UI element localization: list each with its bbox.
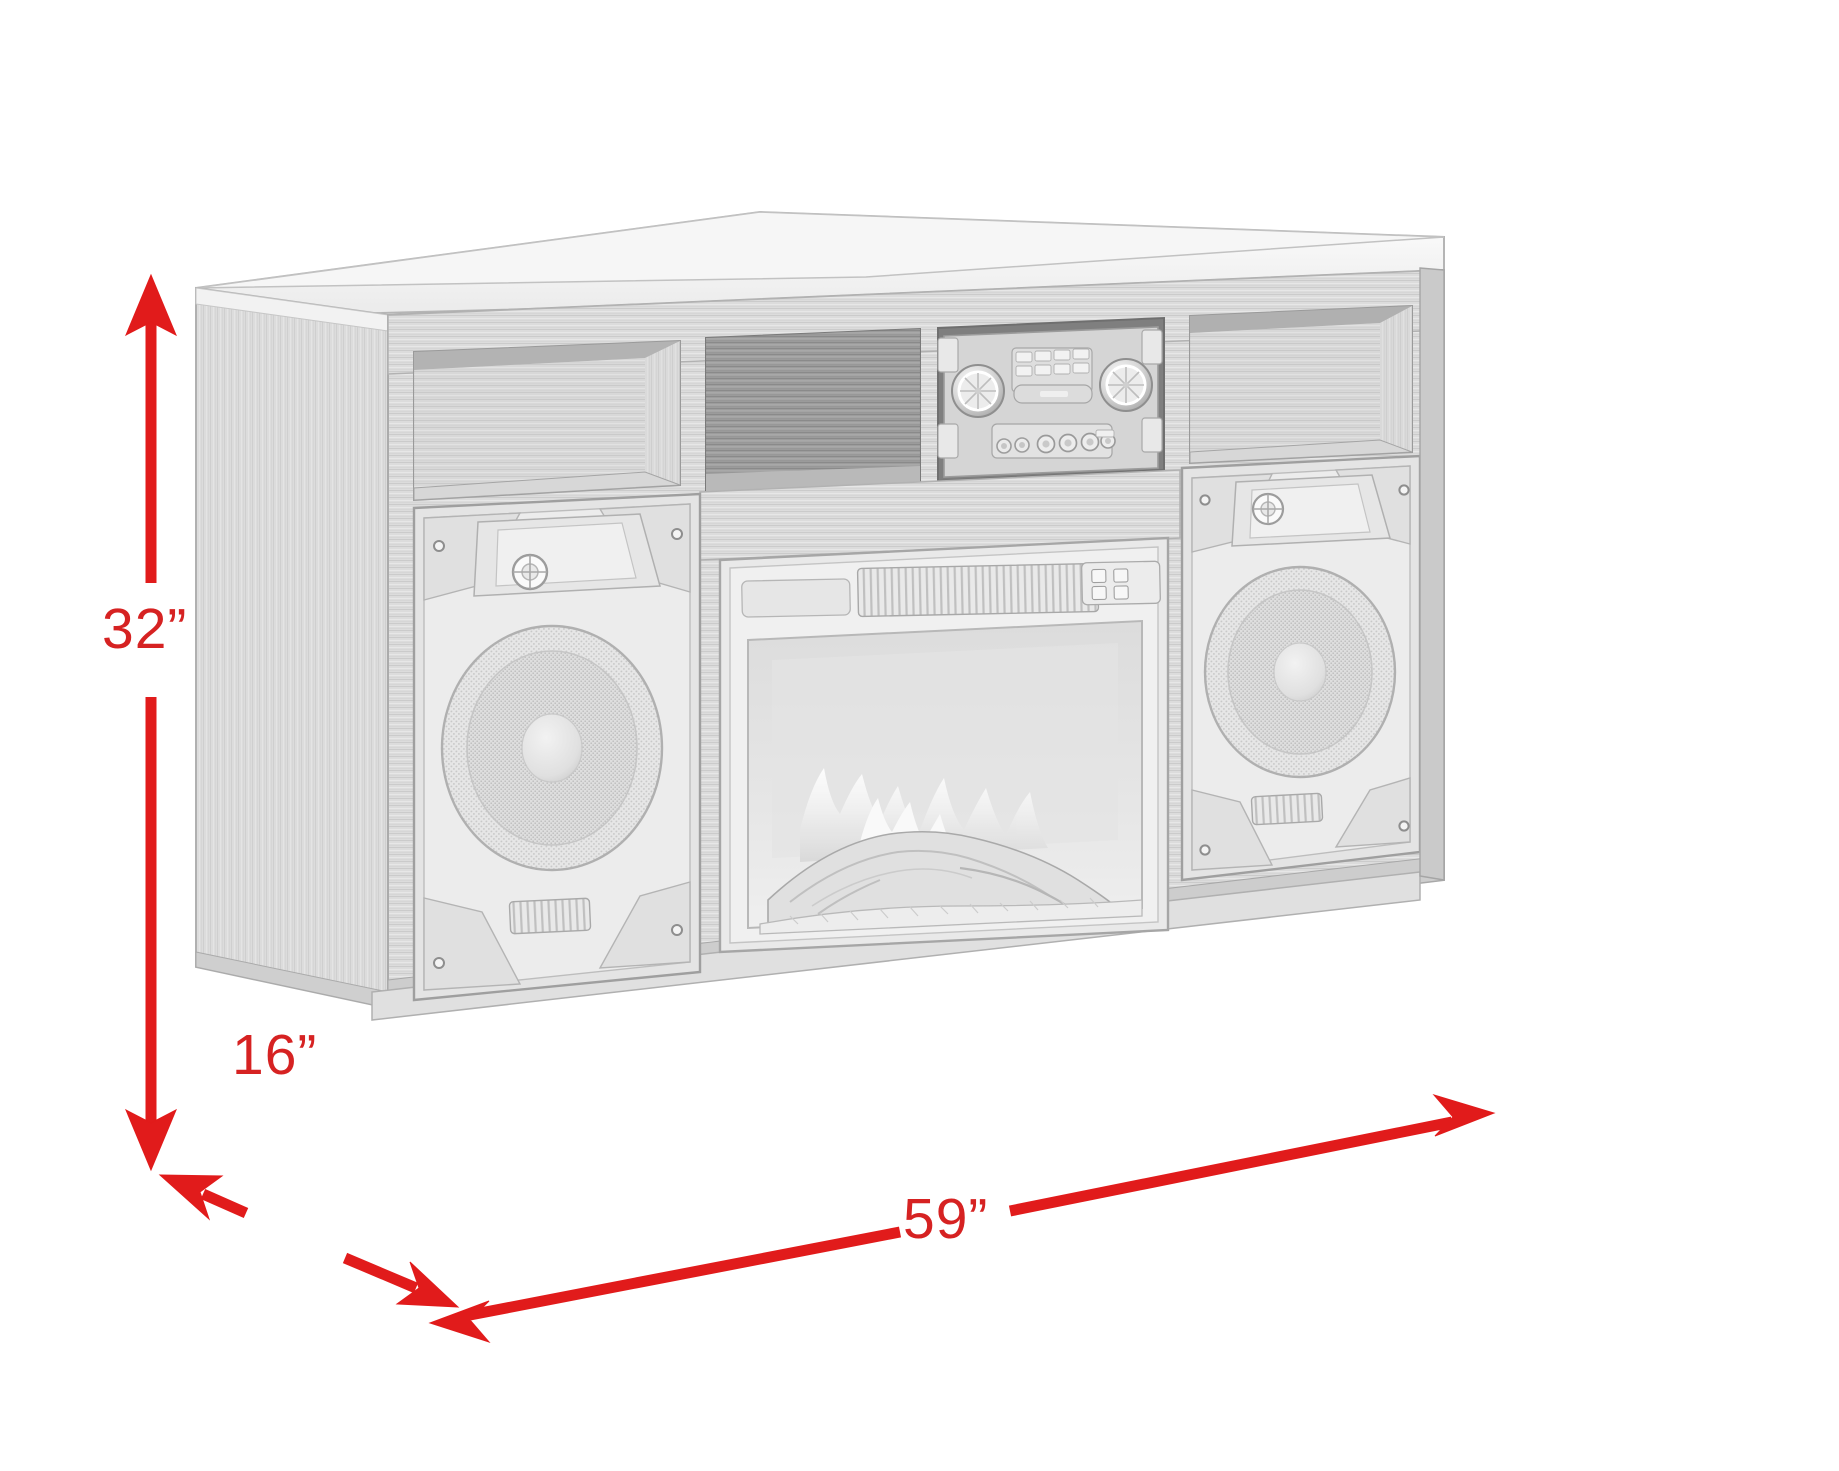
depth-dimension-arrow bbox=[158, 1174, 460, 1308]
stereo-button-row-1 bbox=[1015, 348, 1090, 363]
left-speaker-woofer bbox=[440, 624, 664, 872]
right-speaker bbox=[1180, 454, 1422, 882]
compartment-center-open-shelf bbox=[705, 327, 921, 494]
stereo-volume-dial bbox=[951, 364, 1005, 418]
right-speaker-tweeter bbox=[1231, 474, 1391, 547]
height-dimension-label: 32” bbox=[102, 597, 188, 661]
depth-dimension-label: 16” bbox=[232, 1023, 318, 1087]
width-dimension-label: 59” bbox=[903, 1187, 989, 1251]
right-speaker-screws bbox=[1199, 484, 1410, 856]
fireplace-log-set bbox=[759, 830, 1143, 935]
compartment-stereo-bay bbox=[937, 316, 1165, 483]
fireplace-blank-panel bbox=[741, 578, 851, 618]
left-speaker-port bbox=[508, 897, 592, 935]
stereo-bottom-jacks bbox=[996, 437, 1030, 454]
height-dimension-arrow bbox=[125, 273, 177, 1172]
electric-fireplace-insert bbox=[718, 536, 1170, 954]
compartment-left-open-shelf bbox=[413, 339, 681, 502]
fireplace-control-pad bbox=[1081, 560, 1161, 606]
width-dimension-arrow bbox=[428, 1094, 1496, 1344]
stereo-button-row-2 bbox=[1015, 362, 1090, 377]
left-speaker-screws bbox=[433, 528, 683, 969]
stereo-receiver bbox=[937, 326, 1163, 478]
stereo-tuning-dial bbox=[1099, 358, 1153, 412]
cabinet-right-edge bbox=[1419, 267, 1445, 881]
left-speaker-tweeter bbox=[473, 513, 661, 597]
fireplace-firebox bbox=[747, 619, 1143, 935]
right-speaker-woofer bbox=[1203, 565, 1397, 779]
left-speaker bbox=[412, 492, 702, 1002]
compartment-right-open-shelf bbox=[1189, 304, 1413, 465]
right-speaker-port bbox=[1250, 792, 1324, 826]
stereo-bottom-knobs bbox=[1036, 432, 1116, 454]
